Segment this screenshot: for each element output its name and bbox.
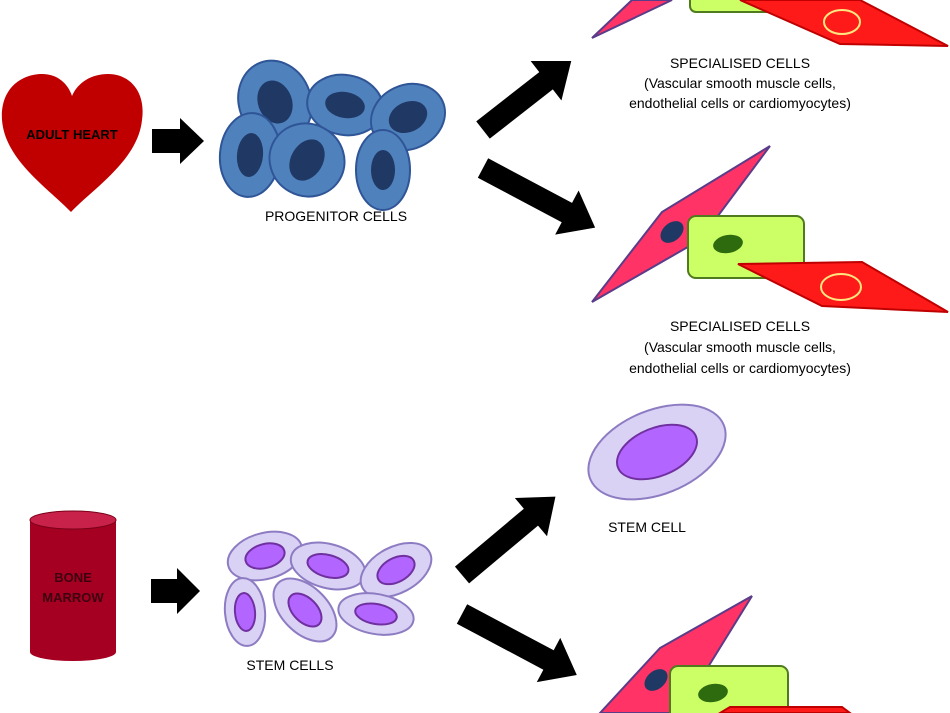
stem-cell-label: STEM CELL: [608, 519, 686, 535]
arrow-icon: [454, 496, 556, 584]
specialised-middle-title: SPECIALISED CELLS: [670, 318, 810, 334]
specialised-top-line1: (Vascular smooth muscle cells,: [644, 75, 836, 91]
stem-cell-icon: STEM CELL: [587, 403, 727, 535]
bone-marrow-label-line1: BONE: [54, 570, 92, 585]
arrow-icon: [477, 158, 596, 235]
specialised-cells-middle: SPECIALISED CELLS (Vascular smooth muscl…: [591, 145, 949, 376]
progenitor-cells-label: PROGENITOR CELLS: [265, 208, 407, 224]
adult-heart-icon: ADULT HEART: [1, 74, 143, 212]
arrow-icon: [476, 61, 572, 139]
specialised-top-line2: endothelial cells or cardiomyocytes): [629, 95, 851, 111]
arrow-icon: [456, 604, 577, 683]
arrow-icon: [152, 118, 204, 164]
stem-cells-cluster: STEM CELLS: [223, 530, 433, 673]
bone-marrow-label-line2: MARROW: [42, 590, 104, 605]
stem-cells-label: STEM CELLS: [246, 657, 333, 673]
specialised-cells-bottom: [598, 595, 852, 713]
specialised-middle-line2: endothelial cells or cardiomyocytes): [629, 360, 851, 376]
specialised-middle-line1: (Vascular smooth muscle cells,: [644, 339, 836, 355]
progenitor-cells-cluster: PROGENITOR CELLS: [218, 59, 446, 224]
arrow-icon: [151, 568, 200, 614]
specialised-top-title: SPECIALISED CELLS: [670, 55, 810, 71]
bone-marrow-cylinder-icon: BONE MARROW: [29, 510, 117, 661]
adult-heart-label: ADULT HEART: [26, 127, 118, 142]
specialised-cells-top: SPECIALISED CELLS (Vascular smooth muscl…: [591, 0, 949, 111]
